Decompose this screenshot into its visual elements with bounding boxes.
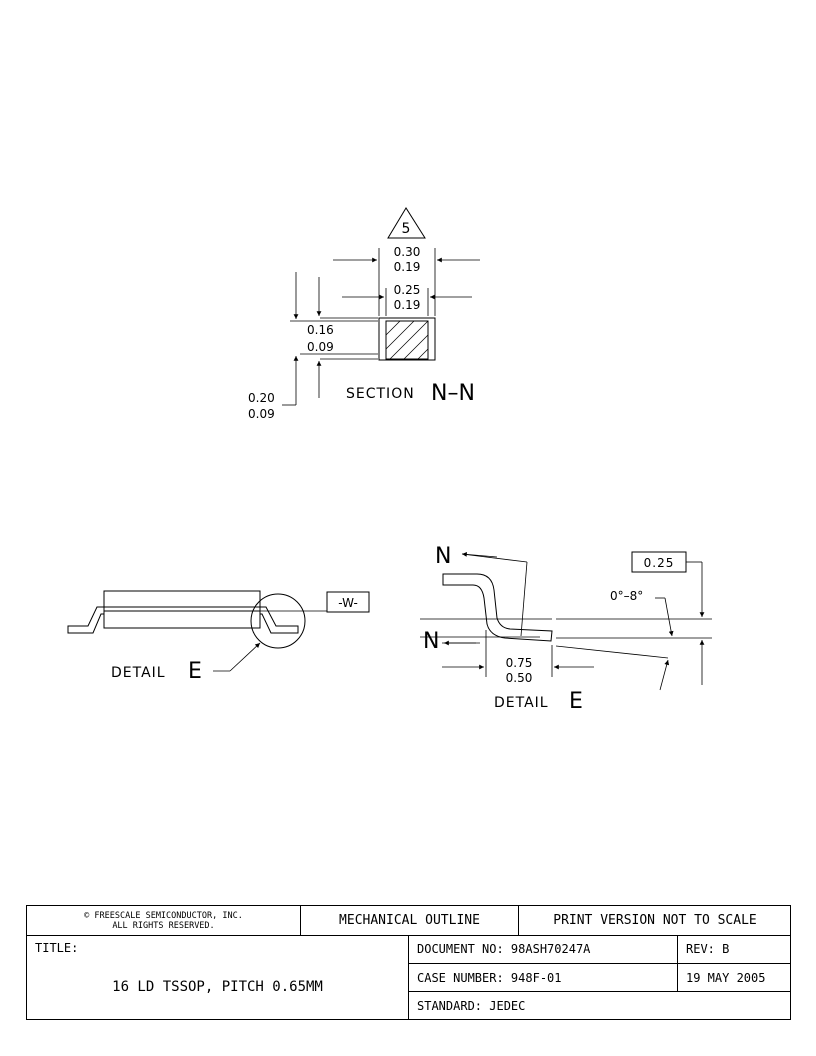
detail-lead	[442, 573, 553, 642]
dim-outer-max: 0.30	[394, 245, 421, 259]
print-version: PRINT VERSION NOT TO SCALE	[553, 913, 757, 928]
datum-box	[326, 591, 370, 613]
title-block: © FREESCALE SEMICONDUCTOR, INC. ALL RIGH…	[26, 905, 791, 1020]
right-lead	[260, 606, 299, 634]
detail-circle	[250, 593, 306, 649]
dim-total-min: 0.09	[248, 407, 275, 421]
dim-length-max: 0.75	[506, 656, 533, 670]
dim-outer-min: 0.19	[394, 260, 421, 274]
standard: STANDARD: JEDEC	[417, 999, 526, 1013]
detail-e-view: N N 0.25 0°–8° 0.75 0.50 DETAIL E	[420, 544, 712, 714]
case-number: CASE NUMBER: 948F-01	[409, 964, 678, 992]
datum-label: -W-	[338, 596, 358, 610]
tolerance-value: 0.25	[644, 556, 675, 570]
dim-thick-min: 0.09	[307, 340, 334, 354]
mechanical-drawing: 5 0.30 0.19 0.25 0.19	[67, 207, 712, 714]
lead-section-hatch	[386, 321, 428, 359]
left-lead	[67, 606, 104, 634]
dim-length-min: 0.50	[506, 671, 533, 685]
copyright-line2: ALL RIGHTS RESERVED.	[112, 920, 215, 931]
lead-section-outer	[378, 317, 436, 361]
side-view: -W- DETAIL E	[67, 590, 370, 684]
dim-inner-min: 0.19	[394, 298, 421, 312]
revision: REV: B	[678, 935, 791, 964]
dim-total-max: 0.20	[248, 391, 275, 405]
section-marker-top: N	[435, 544, 451, 569]
copyright-line1: © FREESCALE SEMICONDUCTOR, INC.	[84, 910, 243, 921]
title-label: TITLE:	[35, 941, 79, 955]
detail-word-side: DETAIL	[111, 665, 166, 681]
package-body	[103, 590, 261, 629]
note-triangle	[387, 207, 426, 239]
section-label-word: SECTION	[346, 386, 415, 402]
section-nn-view: 5 0.30 0.19 0.25 0.19	[248, 207, 480, 421]
mechanical-outline: MECHANICAL OUTLINE	[301, 906, 519, 935]
title-area: TITLE: 16 LD TSSOP, PITCH 0.65MM	[27, 935, 409, 1020]
title-value: 16 LD TSSOP, PITCH 0.65MM	[112, 979, 323, 995]
dim-inner-max: 0.25	[394, 283, 421, 297]
document-number: DOCUMENT NO: 98ASH70247A	[409, 935, 678, 964]
note-number: 5	[402, 221, 411, 237]
lead-section-inner	[385, 320, 429, 360]
detail-letter-side: E	[188, 659, 202, 684]
section-marker-bottom: N	[423, 629, 439, 654]
detail-letter-e: E	[569, 689, 583, 714]
angle-value: 0°–8°	[610, 589, 643, 603]
copyright-cell: © FREESCALE SEMICONDUCTOR, INC. ALL RIGH…	[27, 906, 301, 935]
detail-word-e: DETAIL	[494, 695, 549, 711]
dim-thick-max: 0.16	[307, 323, 334, 337]
issue-date: 19 MAY 2005	[678, 964, 791, 992]
section-label-id: N–N	[431, 381, 475, 406]
